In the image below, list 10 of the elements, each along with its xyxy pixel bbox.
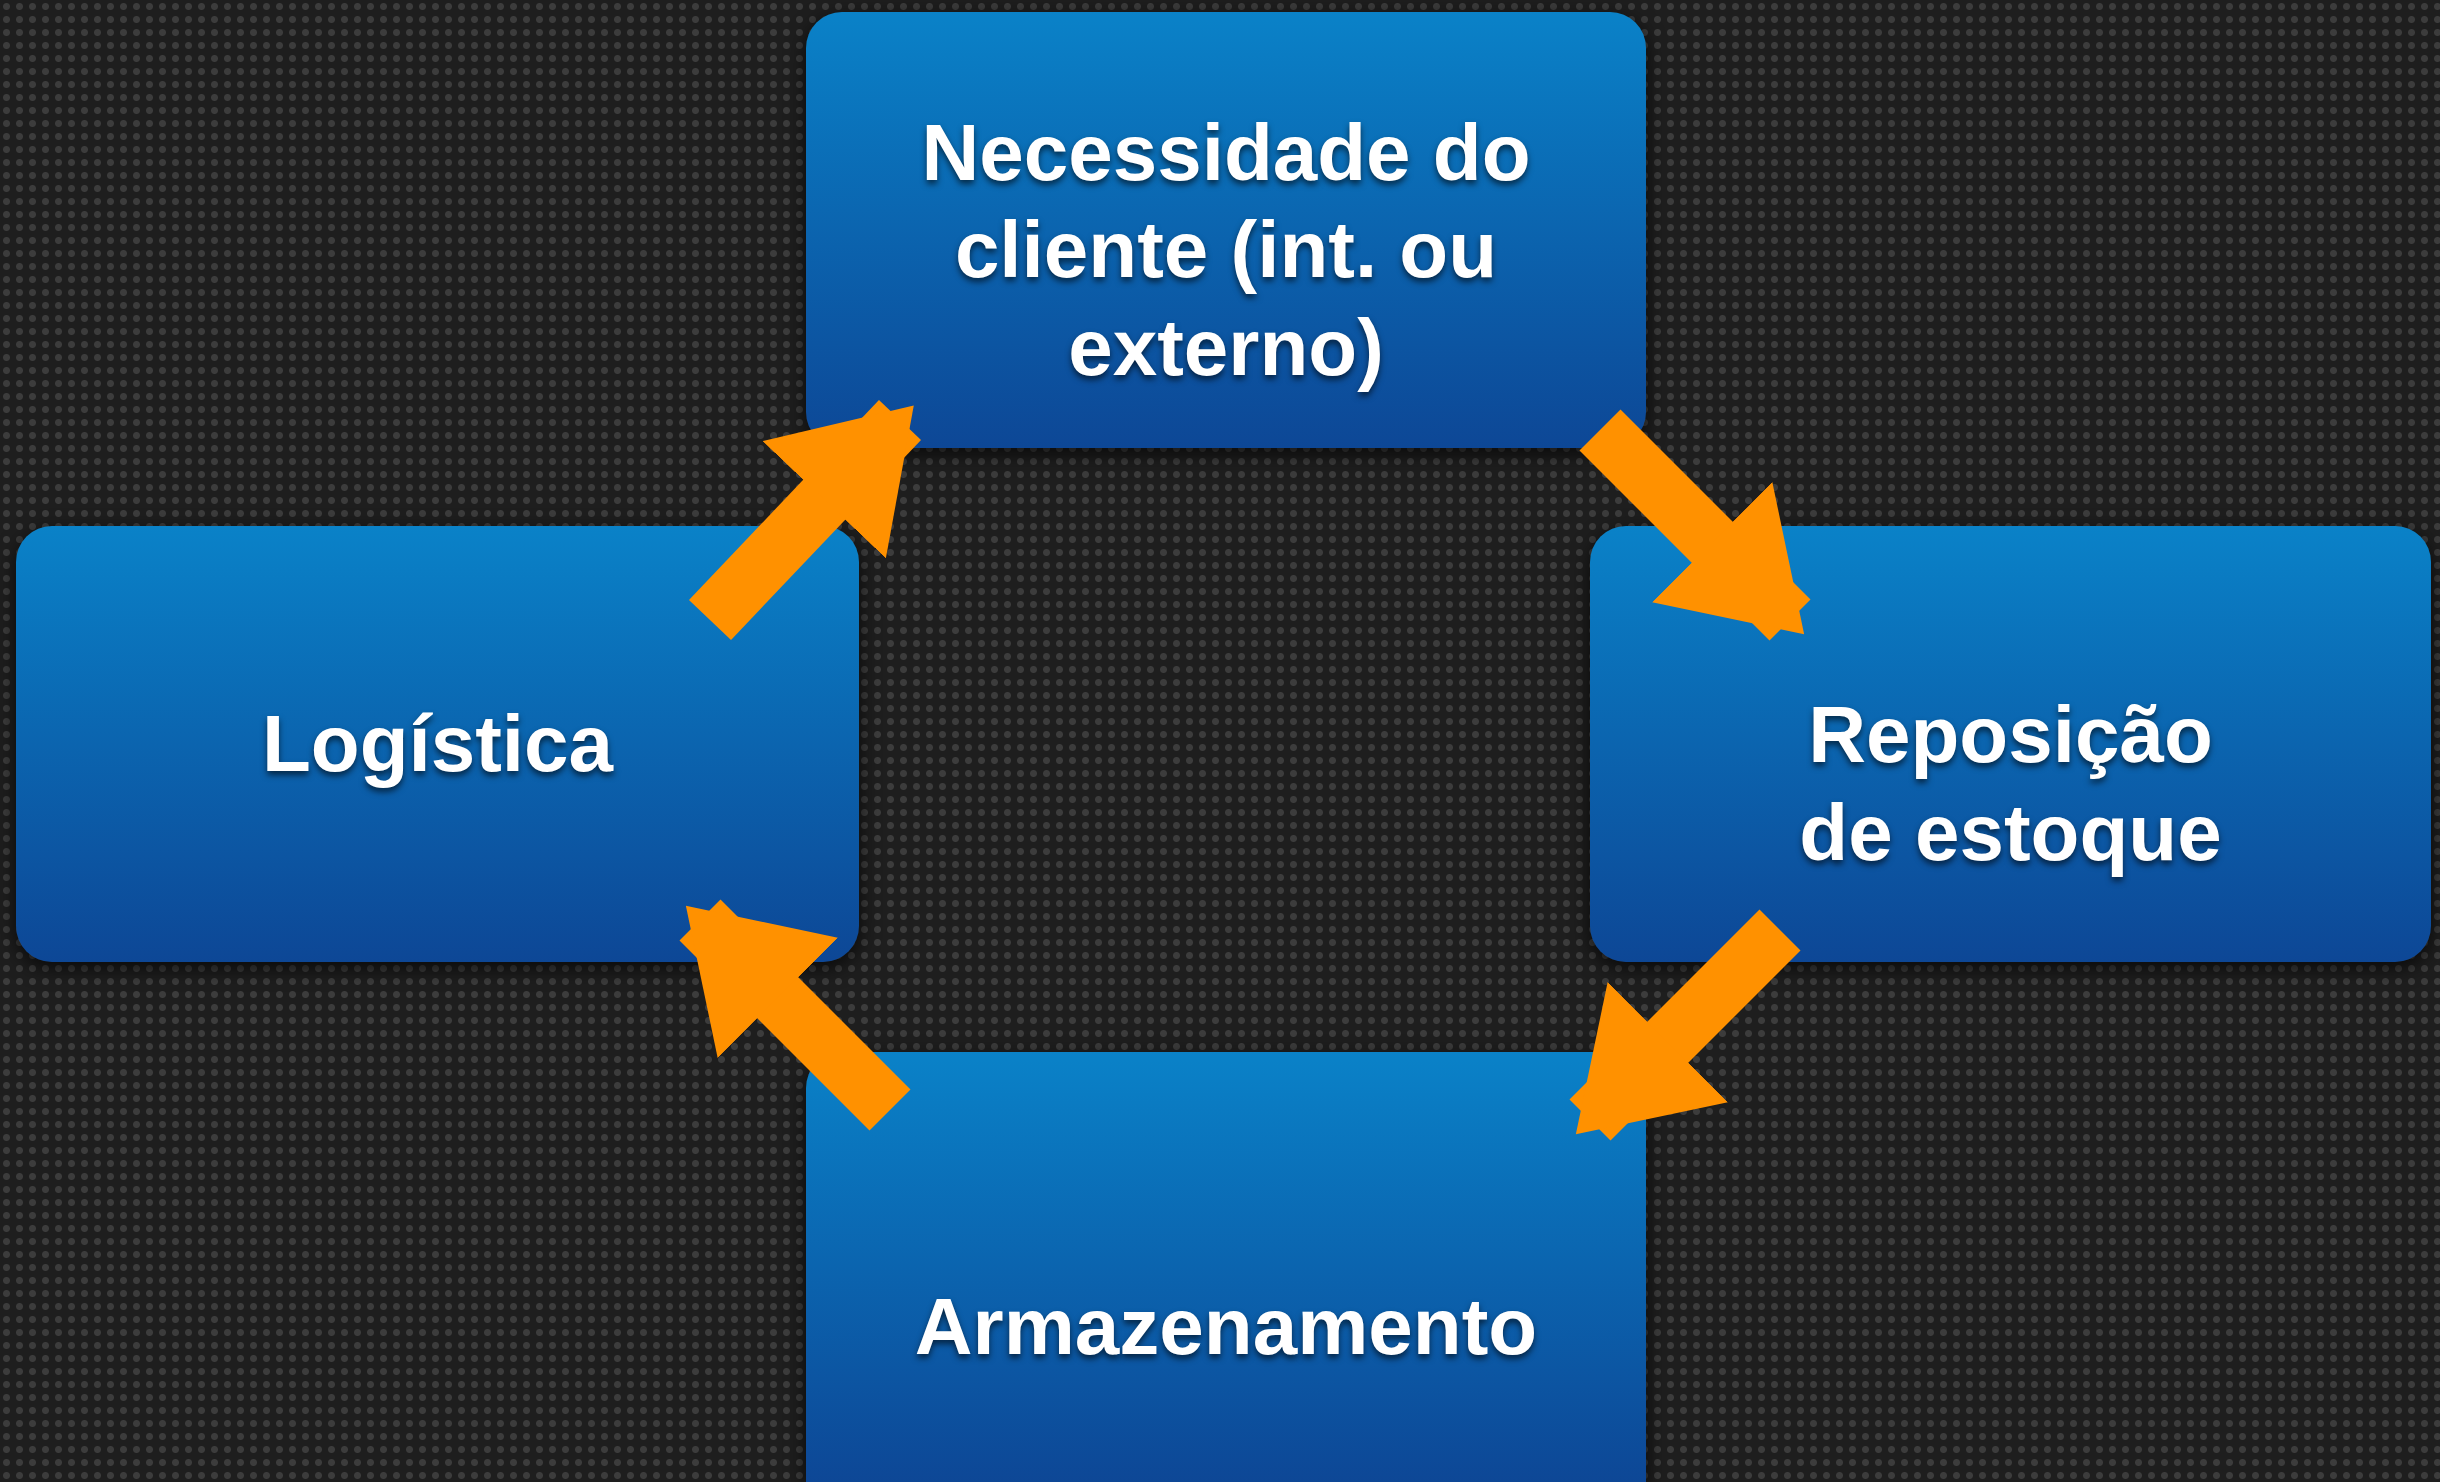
box-label: Reposição de estoque — [1798, 689, 2223, 879]
process-box — [16, 526, 859, 962]
process-box — [806, 12, 1646, 448]
box-label: Armazenamento — [913, 1281, 1539, 1374]
process-box — [806, 1052, 1646, 1482]
box-label: Logística — [260, 698, 615, 791]
process-box — [1590, 526, 2431, 962]
arrow — [1579, 409, 1811, 641]
arrow — [1569, 909, 1801, 1141]
box-label: Necessidade do cliente (int. ou externo) — [920, 106, 1532, 394]
